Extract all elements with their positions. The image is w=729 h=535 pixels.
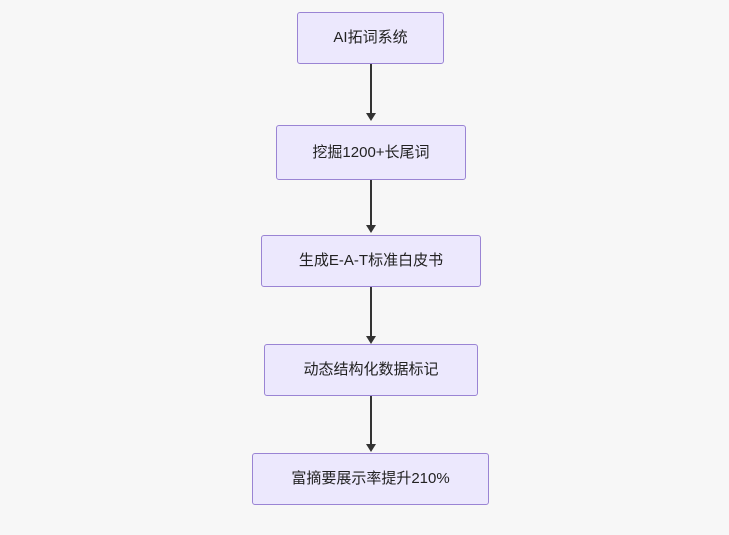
flow-edge-1-2 (370, 64, 372, 113)
flow-edge-3-4-arrowhead (366, 336, 376, 344)
flow-edge-4-5 (370, 396, 372, 444)
flow-node-4[interactable]: 动态结构化数据标记 (264, 344, 478, 396)
flow-node-3[interactable]: 生成E-A-T标准白皮书 (261, 235, 481, 287)
flow-node-5-label: 富摘要展示率提升210% (291, 470, 450, 487)
flow-node-2-label: 挖掘1200+长尾词 (312, 143, 430, 161)
flow-edge-1-2-arrowhead (366, 113, 376, 121)
flow-node-2[interactable]: 挖掘1200+长尾词 (276, 125, 466, 180)
flow-edge-4-5-arrowhead (366, 444, 376, 452)
flow-edge-2-3 (370, 180, 372, 225)
flow-edge-2-3-arrowhead (366, 225, 376, 233)
flow-node-5[interactable]: 富摘要展示率提升210% (252, 453, 489, 505)
flow-edge-3-4 (370, 287, 372, 336)
flow-node-1-label: AI拓词系统 (333, 29, 408, 46)
flow-node-4-label: 动态结构化数据标记 (303, 361, 439, 378)
flow-node-1[interactable]: AI拓词系统 (297, 12, 444, 64)
flow-node-3-label: 生成E-A-T标准白皮书 (298, 252, 444, 269)
